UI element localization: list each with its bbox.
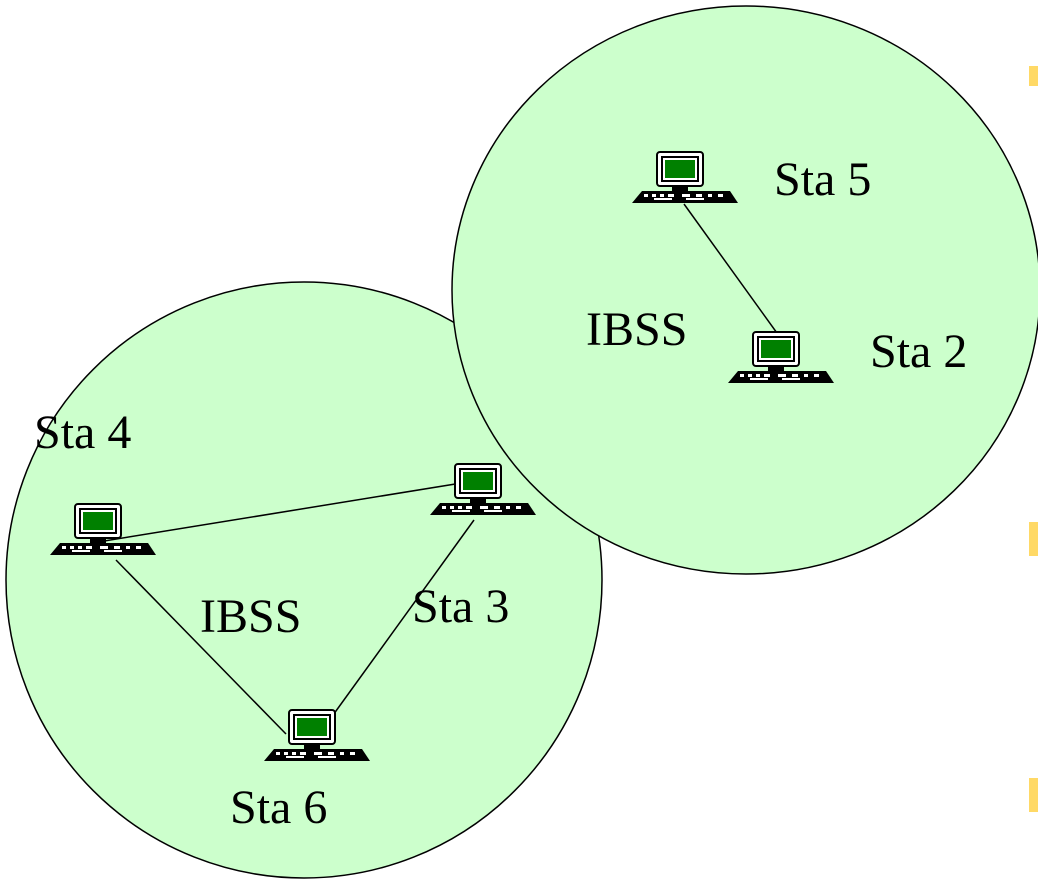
station-label-sta2: Sta 2	[870, 325, 967, 378]
station-label-sta4: Sta 4	[34, 406, 131, 459]
station-label-sta5: Sta 5	[774, 153, 871, 206]
accent-bar	[1029, 778, 1038, 812]
ibss-label-left: IBSS	[200, 590, 301, 643]
link-sta4-sta3	[97, 479, 481, 543]
link-sta3-sta6	[327, 519, 475, 723]
link-sta4-sta6	[115, 559, 287, 735]
ibss-cell-left	[5, 281, 603, 879]
link-sta5-sta2	[683, 203, 783, 341]
links	[97, 203, 783, 735]
accent-bar	[1029, 66, 1038, 86]
ibss-label-right: IBSS	[586, 303, 687, 356]
station-label-sta3: Sta 3	[412, 580, 509, 633]
accent-bar	[1029, 522, 1038, 556]
ibss-cell-right	[451, 5, 1038, 575]
station-label-sta6: Sta 6	[230, 781, 327, 834]
